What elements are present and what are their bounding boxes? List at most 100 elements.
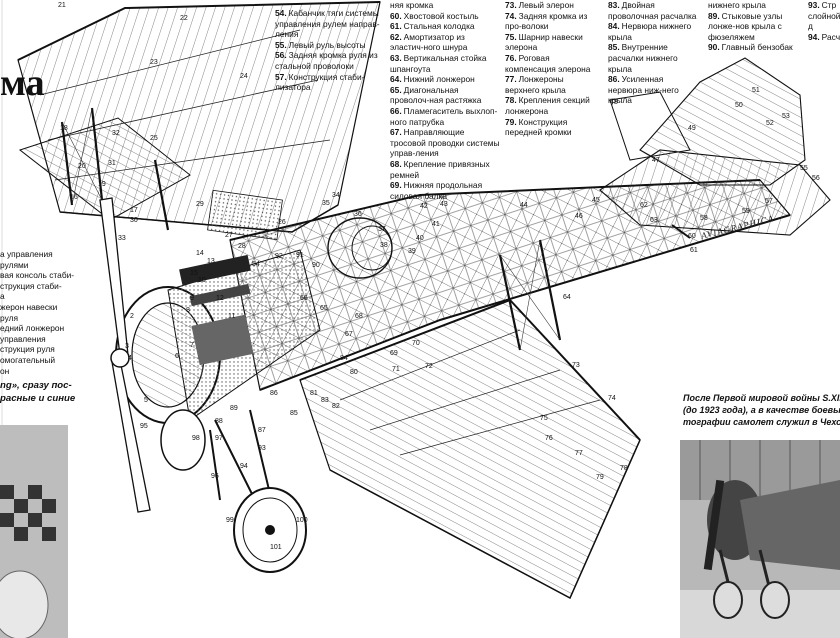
callout-number: 86 bbox=[270, 390, 278, 397]
legend-item: 63.Вертикальная стойка шпангоута bbox=[390, 53, 500, 74]
right-caption-line: После Первой мировой войны S.XIII с bbox=[683, 393, 840, 403]
cockpit bbox=[327, 217, 393, 279]
callout-number: 64 bbox=[563, 294, 571, 301]
legend-item: 78.Крепления секций лонжерона bbox=[505, 95, 600, 116]
callout-number: 54 bbox=[252, 261, 260, 268]
callout-number: 40 bbox=[416, 235, 424, 242]
callout-number: 6 bbox=[175, 353, 179, 360]
legend-item: 79.Конструкция передней кромки bbox=[505, 117, 600, 138]
legend-item: 55.Левый руль высоты bbox=[275, 40, 380, 51]
legend-item: 65.Диагональная проволоч-ная растяжка bbox=[390, 85, 500, 106]
callout-number: 25 bbox=[150, 135, 158, 142]
legend-item-number: 85. bbox=[608, 42, 620, 53]
callout-number: 88 bbox=[215, 418, 223, 425]
right-caption-line: (до 1923 года), а в качестве боевых м bbox=[683, 405, 840, 415]
legend-item-text: Нервюра нижнего крыла bbox=[608, 21, 692, 42]
left-legend-line: жерон навески руля bbox=[0, 301, 58, 323]
callout-number: 20 bbox=[78, 163, 86, 170]
legend-item: нижнего крыла bbox=[708, 0, 804, 11]
callout-number: 75 bbox=[540, 415, 548, 422]
legend-item-number: 68. bbox=[390, 158, 402, 169]
callout-number: 50 bbox=[735, 102, 743, 109]
callout-number: 82 bbox=[332, 403, 340, 410]
legend-item-number: 90. bbox=[708, 42, 720, 53]
callout-number: 12 bbox=[216, 295, 224, 302]
callout-number: 79 bbox=[596, 474, 604, 481]
legend-item: 66.Пламегаситель выхлоп-ного патрубка bbox=[390, 106, 500, 127]
callout-number: 18 bbox=[60, 125, 68, 132]
callout-number: 23 bbox=[150, 59, 158, 66]
left-legend-line: а управления рулями bbox=[0, 249, 53, 270]
callout-number: 33 bbox=[118, 235, 126, 242]
legend-item-text: Главный бензобак bbox=[721, 42, 793, 53]
legend-item-number: 75. bbox=[505, 31, 517, 42]
callout-number: 37 bbox=[378, 226, 386, 233]
left-photo bbox=[0, 425, 68, 638]
callout-number: 10 bbox=[198, 277, 206, 284]
legend-item: 74.Задняя кромка из про-волоки bbox=[505, 11, 600, 32]
callout-number: 21 bbox=[58, 2, 66, 9]
callout-number: 19 bbox=[98, 181, 106, 188]
legend-item: няя кромка bbox=[390, 0, 500, 11]
callout-number: 49 bbox=[688, 125, 696, 132]
legend-item-text: Амортизатор из эластич-ного шнура bbox=[390, 31, 468, 53]
callout-number: 15 bbox=[190, 270, 198, 277]
callout-number: 70 bbox=[412, 340, 420, 347]
fuselage-truss bbox=[229, 179, 792, 391]
callout-number: 69 bbox=[390, 350, 398, 357]
legend-item-text: нижнего крыла bbox=[708, 0, 766, 10]
callout-number: 35 bbox=[322, 200, 330, 207]
legend-item-text: Конструкция передней кромки bbox=[505, 116, 572, 138]
legend-item: 76.Роговая компенсация элерона bbox=[505, 53, 600, 74]
legend-item-number: 55. bbox=[275, 39, 287, 50]
callout-number: 7 bbox=[190, 342, 194, 349]
callout-number: 38 bbox=[380, 242, 388, 249]
left-legend-line: он bbox=[0, 365, 10, 376]
callout-number: 30 bbox=[130, 217, 138, 224]
legend-item-number: 60. bbox=[390, 10, 402, 21]
callout-number: 43 bbox=[440, 201, 448, 208]
legend-item-text: Двойная проволочная расчалка bbox=[608, 0, 697, 21]
callout-number: 91 bbox=[296, 252, 304, 259]
callout-number: 57 bbox=[765, 198, 773, 205]
right-caption-line: тографии самолет служил в Чехосл bbox=[683, 417, 840, 427]
callout-number: 9 bbox=[190, 295, 194, 302]
callout-number: 98 bbox=[192, 435, 200, 442]
callout-number: 45 bbox=[592, 197, 600, 204]
legend-item-text: Задняя кромка из про-волоки bbox=[505, 10, 588, 32]
fin-and-rudder bbox=[609, 57, 806, 186]
legend-item: 89.Стыковые узлы лонже-нов крыла с фюзел… bbox=[708, 11, 804, 43]
callout-number: 16 bbox=[70, 194, 78, 201]
left-legend-line: а bbox=[0, 291, 5, 302]
callout-number: 60 bbox=[688, 233, 696, 240]
legend-item: 54.Кабанчик тяги системы управления руле… bbox=[275, 8, 380, 40]
legend-item-number: 62. bbox=[390, 31, 402, 42]
callout-number: 63 bbox=[650, 217, 658, 224]
page-title-fragment: ма bbox=[0, 62, 45, 104]
callout-number: 41 bbox=[432, 221, 440, 228]
legend-item: 57.Конструкция стаби-лизатора bbox=[275, 72, 380, 93]
callout-number: 81 bbox=[310, 390, 318, 397]
callout-number: 8 bbox=[186, 307, 190, 314]
legend-item-number: 73. bbox=[505, 0, 517, 10]
callout-number: 2 bbox=[130, 313, 134, 320]
left-legend-line: вая консоль стаби- bbox=[0, 270, 75, 281]
right-caption: После Первой мировой войны S.XIII с (до … bbox=[683, 392, 840, 428]
legend-item: 62.Амортизатор из эластич-ного шнура bbox=[390, 32, 500, 53]
legend-item-text: Шарнир навески элерона bbox=[505, 31, 583, 53]
legend-item-text: Стр bbox=[821, 0, 837, 10]
callout-number: 76 bbox=[545, 435, 553, 442]
callout-number: 74 bbox=[608, 395, 616, 402]
lower-wing-right bbox=[299, 298, 641, 600]
legend-item-number: 56. bbox=[275, 50, 287, 61]
callout-number: 31 bbox=[108, 160, 116, 167]
legend-item: 86.Усиленная нервюра ниж-него крыла bbox=[608, 74, 698, 106]
callout-number: 39 bbox=[408, 248, 416, 255]
callout-number: 56 bbox=[812, 175, 820, 182]
callout-number: 84 bbox=[340, 355, 348, 362]
callout-number: 28 bbox=[238, 243, 246, 250]
propeller bbox=[99, 197, 151, 513]
